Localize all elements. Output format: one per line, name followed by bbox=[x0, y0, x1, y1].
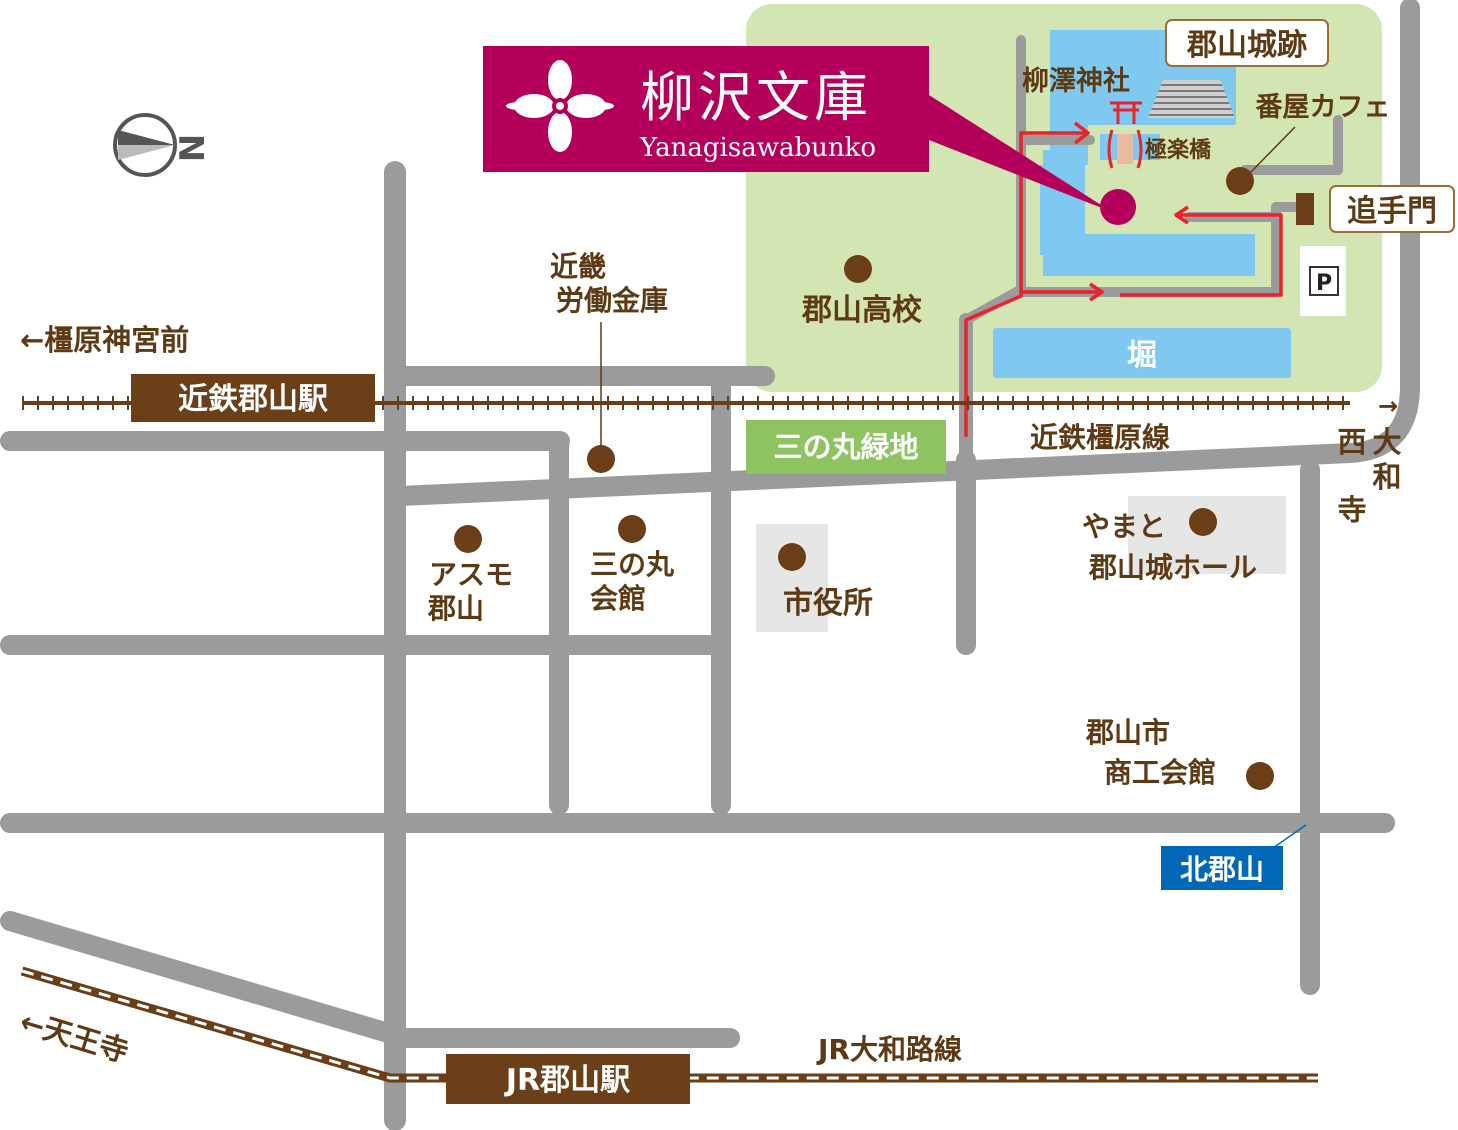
sannomaru-hall-label-1: 三の丸 bbox=[590, 548, 674, 581]
shoko-label-2: 商工会館 bbox=[1104, 756, 1216, 789]
direction-arrow-east: → bbox=[1378, 392, 1398, 420]
direction-tennoji: ←天王寺 bbox=[16, 1004, 132, 1069]
kintetsu-station-box: 近鉄郡山駅 bbox=[131, 374, 375, 422]
jr-railway bbox=[20, 966, 1318, 1083]
koriyama-high-label: 郡山高校 bbox=[801, 293, 922, 328]
kinki-label-1: 近畿 bbox=[550, 250, 606, 283]
torii-icon bbox=[1110, 101, 1142, 124]
yanagisawa-bunko-marker bbox=[1100, 189, 1136, 225]
shoko-label-1: 郡山市 bbox=[1085, 716, 1170, 749]
yamato-hall-label-2: 郡山城ホール bbox=[1088, 551, 1257, 584]
jr-station-label: JR郡山駅 bbox=[504, 1063, 630, 1098]
cafe-marker bbox=[1226, 167, 1254, 195]
kintetsu-station-label: 近鉄郡山駅 bbox=[178, 382, 328, 417]
sannomaru-hall-marker bbox=[618, 515, 646, 543]
sannomaru-green-box: 三の丸緑地 bbox=[746, 420, 946, 474]
direction-nishi-1: 西 bbox=[1337, 425, 1366, 459]
road-network bbox=[0, 0, 1420, 1130]
city-hall-label: 市役所 bbox=[783, 586, 873, 621]
shrine-label: 柳澤神社 bbox=[1022, 65, 1130, 97]
koriyama-high-marker bbox=[844, 255, 872, 283]
gate-label-box: 追手門 bbox=[1329, 185, 1455, 233]
shoko-marker bbox=[1246, 762, 1274, 790]
title-name: 柳沢文庫 bbox=[640, 66, 872, 129]
castle-site-label: 郡山城跡 bbox=[1186, 28, 1307, 63]
kita-koriyama-label: 北郡山 bbox=[1180, 853, 1264, 886]
sannomaru-hall-label-2: 会館 bbox=[590, 582, 646, 615]
city-hall-block bbox=[756, 524, 828, 632]
moat-label: 堀 bbox=[1127, 338, 1157, 373]
walking-route bbox=[964, 121, 1283, 437]
parking-icon: P bbox=[1309, 266, 1339, 296]
gate-label: 追手門 bbox=[1347, 194, 1437, 229]
cafe-label: 番屋カフェ bbox=[1256, 92, 1391, 123]
compass-north-label: N bbox=[173, 134, 213, 162]
asumo-label-2: 郡山 bbox=[427, 592, 484, 625]
inner-moat-south bbox=[1043, 234, 1255, 276]
title-box: 柳沢文庫 Yanagisawabunko bbox=[483, 46, 1112, 212]
castle-keep-icon bbox=[1148, 80, 1235, 118]
flower-crest-icon bbox=[506, 60, 614, 152]
kinki-marker bbox=[587, 445, 615, 473]
direction-kashihara: ←橿原神宮前 bbox=[20, 323, 189, 357]
castle-site-label-box: 郡山城跡 bbox=[1165, 19, 1329, 67]
yamato-hall-marker bbox=[1189, 508, 1217, 536]
kita-koriyama-box: 北郡山 bbox=[1161, 846, 1283, 890]
asumo-label-1: アスモ bbox=[429, 558, 513, 591]
kinki-label-2: 労働金庫 bbox=[556, 284, 668, 317]
jr-station-box: JR郡山駅 bbox=[446, 1054, 690, 1104]
bridge-label: 極楽橋 bbox=[1145, 137, 1212, 163]
direction-nishi-4: 寺 bbox=[1337, 493, 1366, 527]
cafe-leader-line bbox=[1247, 126, 1296, 176]
bridge-icon bbox=[1107, 129, 1143, 169]
kintetsu-line-label: 近鉄橿原線 bbox=[1030, 421, 1170, 454]
city-hall-marker bbox=[778, 543, 806, 571]
parking-label: P bbox=[1316, 271, 1332, 296]
gate-marker bbox=[1296, 193, 1314, 225]
compass: N bbox=[113, 113, 213, 177]
jr-line-label: JR大和路線 bbox=[816, 1033, 962, 1066]
outer-moat bbox=[993, 328, 1291, 378]
kita-koriyama-leader bbox=[1269, 824, 1307, 851]
direction-nishi-3: 和 bbox=[1372, 460, 1401, 494]
asumo-marker bbox=[454, 525, 482, 553]
sannomaru-green-label: 三の丸緑地 bbox=[773, 430, 918, 464]
yamato-hall-label-1: やまと bbox=[1082, 510, 1166, 543]
direction-nishi-2: 大 bbox=[1372, 425, 1401, 459]
title-romaji: Yanagisawabunko bbox=[639, 133, 876, 163]
